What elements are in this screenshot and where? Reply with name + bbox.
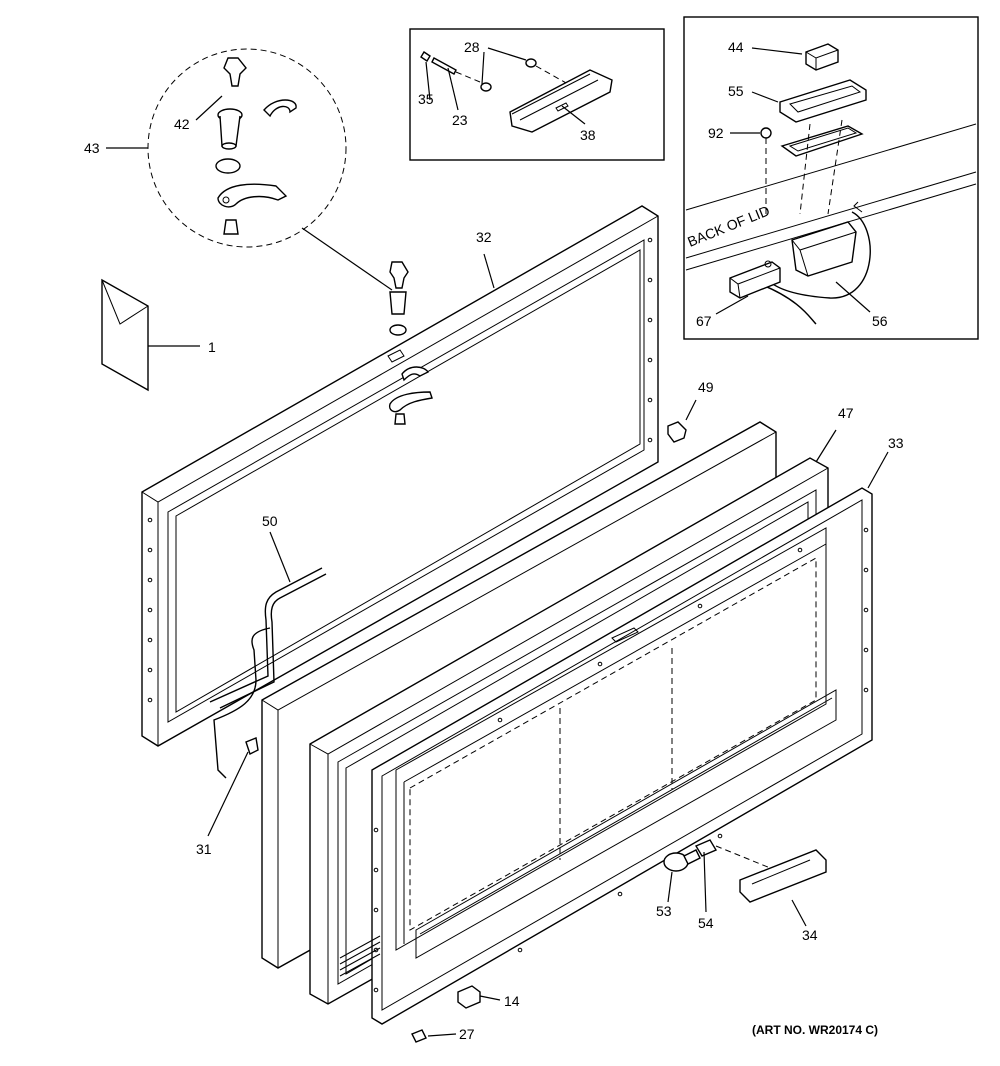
callout-50: 50 <box>262 513 278 529</box>
inset-box-back-of-lid: BACK OF LID <box>683 16 979 340</box>
callout-56: 56 <box>872 313 888 329</box>
inset-box-light-bracket <box>409 28 665 161</box>
callout-55: 55 <box>728 83 744 99</box>
callout-labels: 1 14 23 27 28 31 32 33 34 35 38 42 43 44… <box>84 39 904 1042</box>
back-of-lid-text: BACK OF LID <box>685 202 772 249</box>
lamp-lens-34 <box>739 849 827 903</box>
callout-43: 43 <box>84 140 100 156</box>
callout-49: 49 <box>698 379 714 395</box>
lock-assembly-installed <box>388 261 433 425</box>
switch-14 <box>457 985 481 1009</box>
lamp-socket-54 <box>694 839 718 857</box>
callout-31: 31 <box>196 841 212 857</box>
callout-34: 34 <box>802 927 818 943</box>
callout-44: 44 <box>728 39 744 55</box>
light-bulb-53 <box>663 849 701 872</box>
callout-42: 42 <box>174 116 190 132</box>
lock-detail-circle <box>147 48 347 248</box>
callout-28: 28 <box>464 39 480 55</box>
screw-31 <box>245 737 259 755</box>
callout-53: 53 <box>656 903 672 919</box>
callout-92: 92 <box>708 125 724 141</box>
callout-47: 47 <box>838 405 854 421</box>
callout-1: 1 <box>208 339 216 355</box>
callout-54: 54 <box>698 915 714 931</box>
inner-liner <box>339 487 873 1025</box>
callout-27: 27 <box>459 1026 475 1042</box>
instruction-booklet <box>101 278 149 392</box>
art-number: (ART NO. WR20174 C) <box>752 1023 878 1037</box>
callout-35: 35 <box>418 91 434 107</box>
leader-lines <box>106 47 889 1037</box>
callout-33: 33 <box>888 435 904 451</box>
callout-38: 38 <box>580 127 596 143</box>
plug-49 <box>667 421 687 443</box>
heater-wire <box>209 567 327 779</box>
callout-23: 23 <box>452 112 468 128</box>
callout-67: 67 <box>696 313 712 329</box>
callout-32: 32 <box>476 229 492 245</box>
callout-14: 14 <box>504 993 520 1009</box>
screw-27 <box>411 1029 427 1043</box>
